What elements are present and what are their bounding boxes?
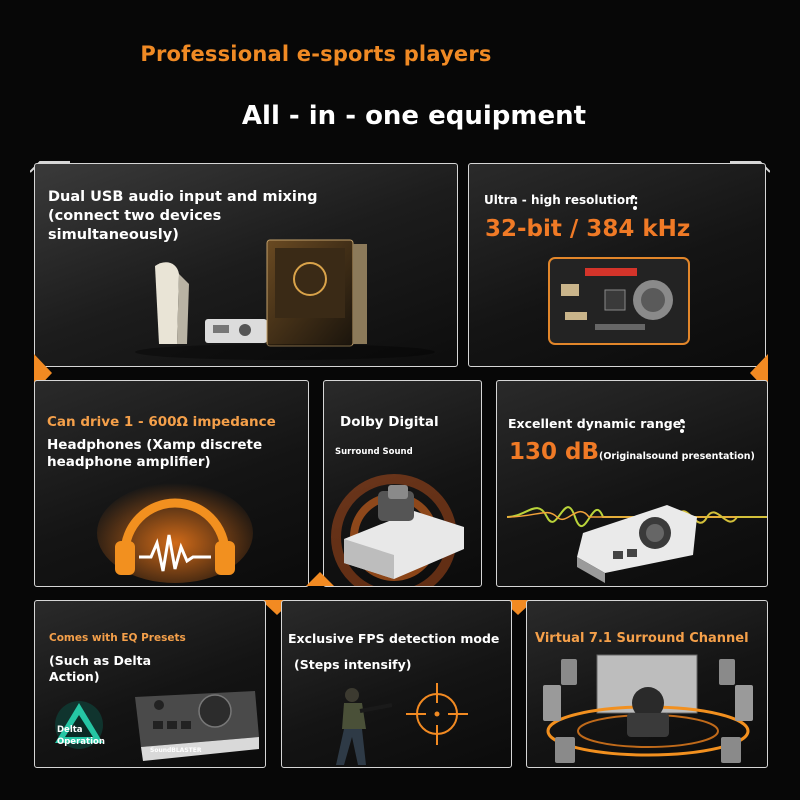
dolby-sub: Surround Sound [335, 447, 413, 457]
eq-text: (Such as Delta Action) [49, 653, 152, 684]
circuit-board-illustration [548, 257, 690, 345]
impedance-text: Headphones (Xamp discrete headphone ampl… [47, 437, 263, 470]
sound-wave-device-illustration [506, 505, 767, 583]
soldier-illustration [336, 688, 392, 765]
dolby-heading: Dolby Digital [340, 414, 439, 430]
device-brand-label: SoundBLASTER [150, 747, 202, 754]
fps-sub: (Steps intensify) [294, 657, 412, 672]
home-theater-illustration [543, 654, 753, 763]
decor-arrow [306, 572, 334, 586]
panel-fps-mode: Exclusive FPS detection mode (Steps inte… [281, 600, 512, 768]
fps-heading: Exclusive FPS detection mode [288, 631, 500, 646]
panel-impedance: Can drive 1 - 600Ω impedance Headphones … [34, 380, 309, 587]
colon-dot [631, 195, 635, 199]
panel-dolby: Dolby Digital Surround Sound [323, 380, 482, 587]
crosshair-icon [406, 683, 468, 745]
colon-dot [680, 429, 684, 433]
panel-resolution: Ultra - high resolution: 32-bit / 384 kH… [468, 163, 766, 367]
usb-description: Dual USB audio input and mixing (connect… [48, 189, 318, 243]
colon-dot [680, 419, 684, 423]
panel-dual-usb: Dual USB audio input and mixing (connect… [34, 163, 458, 367]
frame-accent [30, 161, 770, 173]
delta-logo-icon [55, 701, 103, 749]
dynamic-value: 130 dB [509, 439, 600, 465]
page-title: All - in - one equipment [241, 101, 587, 131]
eq-heading: Comes with EQ Presets [49, 632, 186, 644]
dynamic-label: Excellent dynamic range: [508, 416, 687, 431]
eq-device-illustration [135, 691, 259, 761]
surround-heading: Virtual 7.1 Surround Channel [535, 631, 749, 646]
panel-dynamic-range: Excellent dynamic range: 130 dB (Origina… [496, 380, 768, 587]
dynamic-note: (Originalsound presentation) [599, 451, 755, 462]
tagline: Professional e-sports players [140, 42, 492, 66]
resolution-value: 32-bit / 384 kHz [485, 216, 691, 242]
impedance-heading: Can drive 1 - 600Ω impedance [47, 414, 276, 430]
panel-virtual-surround: Virtual 7.1 Surround Channel [526, 600, 768, 768]
panel-eq-presets: Comes with EQ Presets (Such as Delta Act… [34, 600, 266, 768]
devices-illustration [135, 239, 435, 360]
dolby-device-illustration [331, 474, 464, 586]
resolution-label: Ultra - high resolution: [484, 193, 639, 207]
headphone-icon [97, 483, 253, 583]
colon-dot [633, 206, 637, 210]
delta-operation-badge: Delta Operation [57, 725, 105, 747]
